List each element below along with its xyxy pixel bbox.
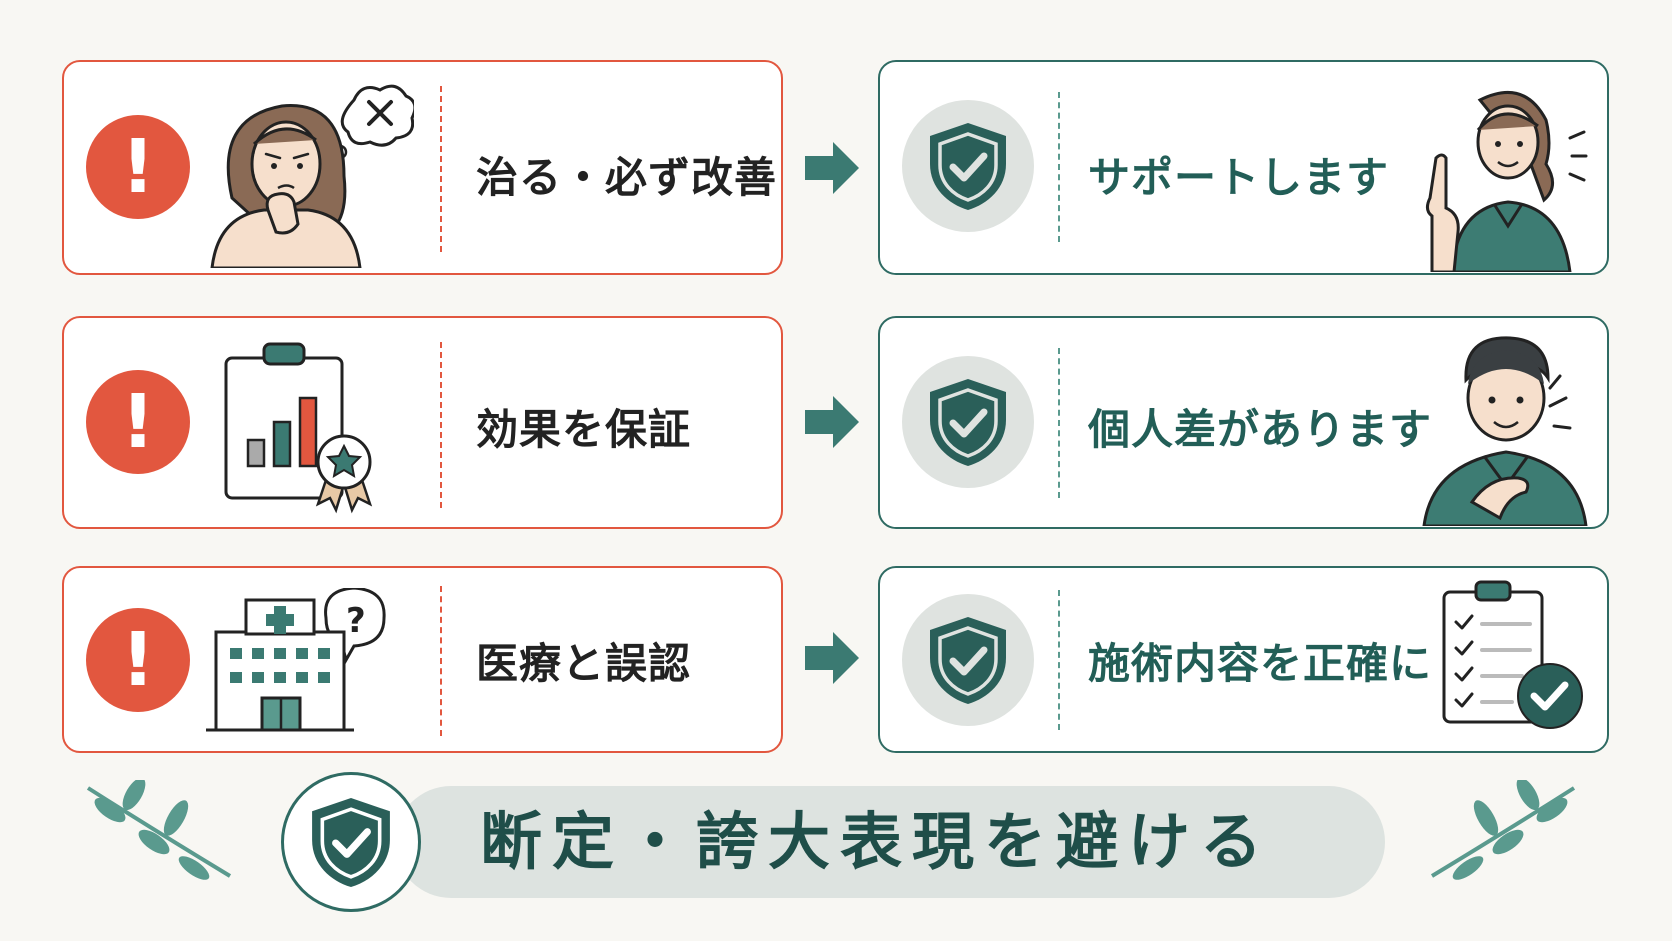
- male-therapist-illustration: [1422, 336, 1588, 526]
- arrow-right-icon: [805, 396, 859, 448]
- ok-card-3: 施術内容を正確に: [878, 566, 1609, 753]
- award-ribbon-icon: [315, 434, 373, 514]
- ng-card-1: ! 治る・必ず改善: [62, 60, 783, 275]
- ng-expression-text: 効果を保証: [476, 405, 692, 454]
- ok-expression-text: 個人差があります: [1088, 405, 1433, 454]
- ng-card-2: ! 効果を保証: [62, 316, 783, 529]
- checklist-icon: [1442, 580, 1583, 729]
- hospital-icon: ?: [206, 588, 386, 732]
- worried-woman-illustration: [210, 84, 414, 268]
- dashed-divider: [440, 86, 442, 252]
- shield-check-icon: [902, 100, 1034, 232]
- arrow-right-icon: [805, 632, 859, 684]
- ng-expression-text: 医療と誤認: [476, 639, 692, 688]
- shield-check-icon: [281, 772, 421, 912]
- pointing-therapist-illustration: [1425, 91, 1588, 272]
- ok-expression-text: サポートします: [1088, 153, 1390, 202]
- dashed-divider: [1058, 92, 1060, 242]
- ok-card-1: サポートします: [878, 60, 1609, 275]
- shield-check-icon: [902, 594, 1034, 726]
- arrow-right-icon: [805, 142, 859, 194]
- alert-icon: !: [86, 370, 190, 474]
- svg-text:?: ?: [346, 601, 366, 641]
- ok-card-2: 個人差があります: [878, 316, 1609, 529]
- ng-card-3: ! ? 医療と誤認: [62, 566, 783, 753]
- banner-background: [395, 786, 1385, 898]
- alert-icon: !: [86, 115, 190, 219]
- dashed-divider: [1058, 348, 1060, 498]
- banner-title: 断定・誇大表現を避ける: [480, 805, 1273, 878]
- dashed-divider: [440, 342, 442, 508]
- clipboard-chart-icon: [224, 342, 373, 514]
- dashed-divider: [440, 586, 442, 736]
- alert-icon: !: [86, 608, 190, 712]
- dashed-divider: [1058, 590, 1060, 730]
- ok-expression-text: 施術内容を正確に: [1088, 639, 1433, 688]
- ng-expression-text: 治る・必ず改善: [476, 153, 778, 202]
- leaf-icon: [86, 780, 232, 880]
- leaf-icon: [1430, 780, 1576, 880]
- shield-check-icon: [902, 356, 1034, 488]
